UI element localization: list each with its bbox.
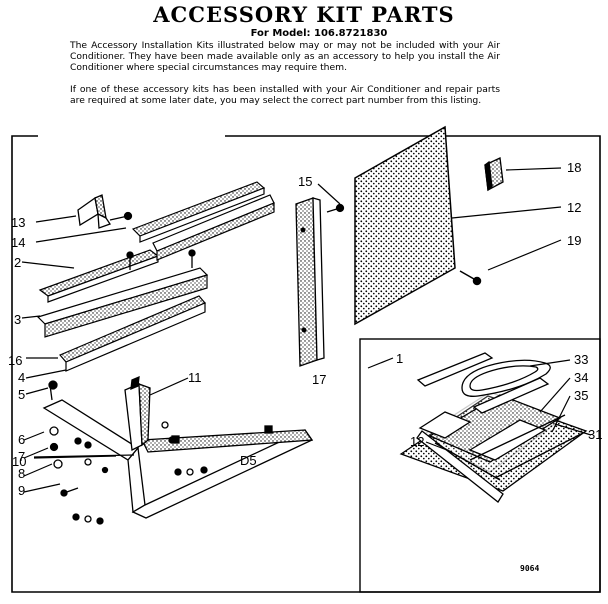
callout-14: 14: [11, 235, 25, 250]
block-part-18: [484, 157, 504, 192]
callout-9: 9: [18, 483, 25, 498]
callout-8: 8: [18, 466, 25, 481]
callout-19: 19: [567, 233, 581, 248]
callout-10: 10: [12, 454, 26, 469]
callout-15: 15: [298, 174, 312, 189]
figure-number: 9064: [520, 564, 539, 573]
callout-18: 18: [567, 160, 581, 175]
intro-paragraph-2: If one of these accessory kits has been …: [70, 84, 500, 106]
callout-5: 5: [18, 387, 25, 402]
callout-7: 7: [18, 449, 25, 464]
callout-labels: 13 14 2 3 16 4 5 6 7 8 9 10 11 15 17 18 …: [8, 160, 602, 573]
callout-13: 13: [11, 215, 25, 230]
callout-3: 3: [14, 312, 21, 327]
callout-12-kit: 12: [410, 434, 424, 449]
callout-12-panel: 12: [567, 200, 581, 215]
panel-part-12: [354, 125, 482, 326]
leader-lines: [21, 167, 592, 493]
diagram-frame: [11, 135, 601, 593]
callout-4: 4: [18, 370, 25, 385]
callout-6: 6: [18, 432, 25, 447]
leader-lines: [33, 454, 135, 458]
callout-34: 34: [574, 370, 588, 385]
callout-17: 17: [312, 372, 326, 387]
callout-33: 33: [574, 352, 588, 367]
callout-1: 1: [396, 351, 403, 366]
model-number: For Model: 106.8721830: [250, 28, 388, 39]
callout-35: 35: [574, 388, 588, 403]
callout-31: 31: [588, 427, 602, 442]
callout-11: 11: [188, 370, 202, 385]
seal-kit-31: [399, 352, 588, 503]
post-part-17: [295, 197, 345, 367]
bracket-part-13: [77, 194, 133, 229]
intro-paragraph-1: The Accessory Installation Kits illustra…: [70, 40, 500, 73]
page-title: ACCESSORY KIT PARTS: [153, 2, 455, 27]
drawing-code: D5: [240, 453, 257, 468]
rails-group: [36, 181, 275, 372]
callout-2: 2: [14, 255, 21, 270]
callout-16: 16: [8, 353, 22, 368]
leg-assembly: [42, 249, 314, 525]
